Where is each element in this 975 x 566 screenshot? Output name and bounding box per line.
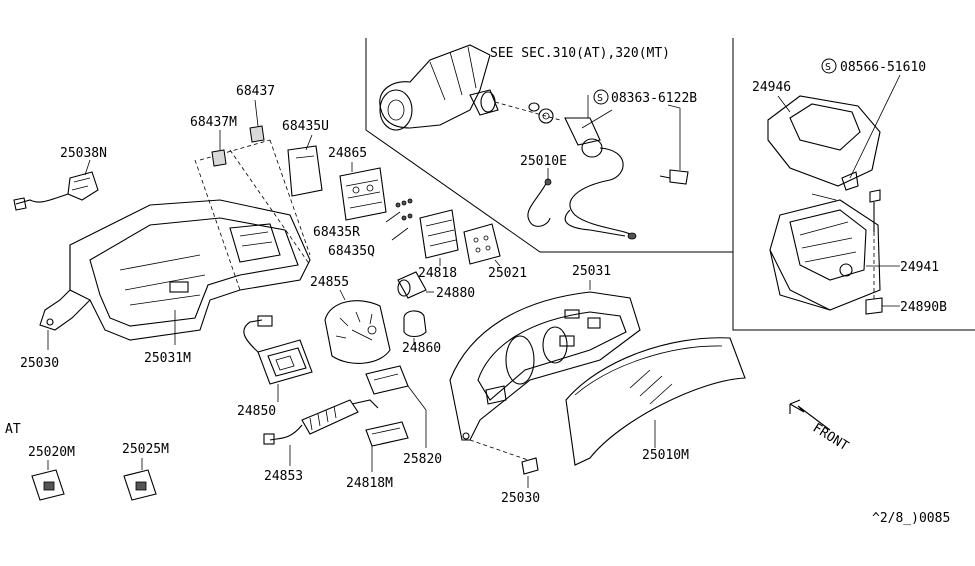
label-front: FRONT [810,421,851,455]
label-25010E: 25010E [520,154,567,169]
label-25031: 25031 [572,264,611,279]
screw-symbol-08566-letter: S [825,62,831,73]
screw-25030-drawing [521,457,539,488]
cluster-housing-25031M-drawing [39,139,311,350]
part-24818M-drawing [365,421,409,472]
part-24860-drawing [403,310,427,345]
label-25021: 25021 [488,266,527,281]
drawing-code: ^2/8_)0085 [872,511,950,526]
section-reference-note: SEE SEC.310(AT),320(MT) [490,46,670,61]
label-24818: 24818 [418,266,457,281]
label-25020M: 25020M [28,445,75,460]
label-24865: 24865 [328,146,367,161]
label-68435U: 68435U [282,119,329,134]
connector-24818-drawing [419,209,459,266]
label-68437: 68437 [236,84,275,99]
label-at: AT [5,422,21,437]
clock-cover-24946-drawing [767,95,881,187]
label-25010M: 25010M [642,448,689,463]
meter-24850-drawing [243,315,313,402]
label-24946: 24946 [752,80,791,95]
screw-symbol-08363-letter: S [597,93,603,104]
label-24855: 24855 [310,275,349,290]
label-24818M: 24818M [346,476,393,491]
printed-circuit-24865-drawing [339,162,413,241]
speedometer-24855-drawing [324,289,391,364]
screw-symbol-08363 [593,89,609,105]
screw-08363-drawing [659,104,689,185]
screw-symbol-08566 [821,58,837,74]
clock-unit-24941-drawing [769,74,901,315]
label-24850: 24850 [237,404,276,419]
label-08363-6122B: 08363-6122B [611,91,697,106]
label-24880: 24880 [436,286,475,301]
socket-24880-drawing [397,271,434,299]
finisher-25031-drawing [449,280,641,461]
switch-25020M-drawing [31,460,65,501]
switch-25025M-drawing [123,458,157,501]
label-68435R: 68435R [313,225,360,240]
label-68435Q: 68435Q [328,244,375,259]
harness-25038N-drawing [13,159,99,211]
label-25038N: 25038N [60,146,107,161]
front-arrow-icon [789,399,831,431]
label-68437M: 68437M [190,115,237,130]
label-24853: 24853 [264,469,303,484]
part-25820-drawing [365,365,427,448]
label-08566-51610: 08566-51610 [840,60,926,75]
transmission-assembly-drawing [379,44,637,240]
label-24941: 24941 [900,260,939,275]
label-25030-bottom: 25030 [501,491,540,506]
label-25025M: 25025M [122,442,169,457]
clips-68437-drawing [211,99,323,197]
inset-frame [365,38,975,331]
cover-glass-25010M-drawing [565,337,746,466]
harness-24853-drawing [263,399,379,466]
label-25031M: 25031M [144,351,191,366]
label-24860: 24860 [402,341,441,356]
label-24890B: 24890B [900,300,947,315]
label-25030-left: 25030 [20,356,59,371]
connector-25021-drawing [463,223,501,267]
label-25820: 25820 [403,452,442,467]
